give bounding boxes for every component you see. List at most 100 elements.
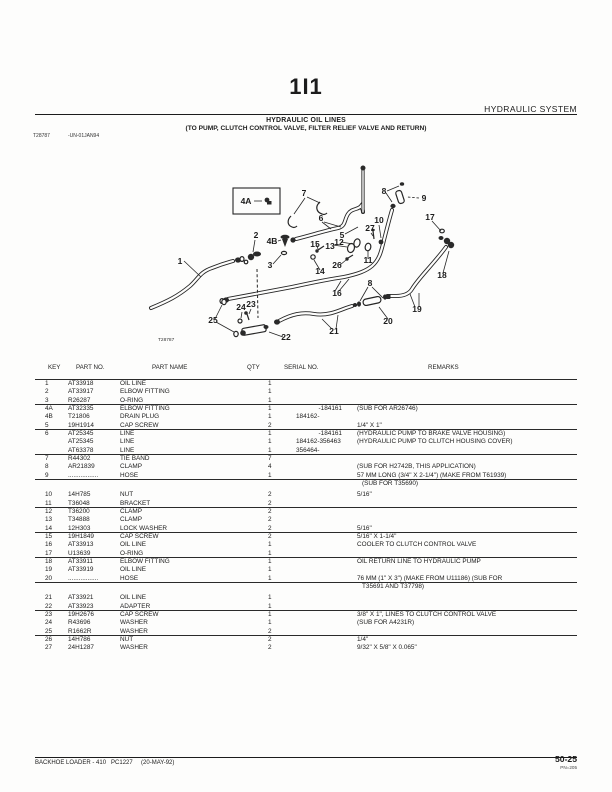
diagram-callout-27: 27 <box>365 223 375 233</box>
cell-qty: 1 <box>268 388 272 396</box>
cell-part-name: ELBOW FITTING <box>120 388 170 396</box>
page-section-code: 1I1 <box>289 74 323 99</box>
cell-remarks: 5/16" <box>357 491 372 499</box>
cell-qty: 1 <box>268 413 272 421</box>
diagram-callout-8: 8 <box>368 278 373 288</box>
cell-part-no: 19H2676 <box>68 610 94 618</box>
cell-qty: 4 <box>268 463 272 471</box>
cell-part-name: ELBOW FITTING <box>120 405 170 413</box>
cell-part-name: DRAIN PLUG <box>120 413 160 421</box>
cell-remarks: T35691 AND T37798) <box>362 583 425 591</box>
diagram-callout-17: 17 <box>425 212 435 222</box>
cell-key: 6 <box>45 430 49 438</box>
cell-serial: -184161 <box>318 405 342 413</box>
cell-key: 16 <box>45 541 53 549</box>
cell-qty: 2 <box>268 507 272 515</box>
table-row: T35691 AND T37798) <box>35 583 577 591</box>
col-header-qty: QTY <box>247 364 260 371</box>
footer-model-info: BACKHOE LOADER - 410 PC1227 (20-MAY-92) <box>35 760 175 766</box>
page-subtitle: (TO PUMP, CLUTCH CONTROL VALVE, FILTER R… <box>185 125 427 132</box>
cell-part-no: AT33921 <box>68 594 94 602</box>
cell-part-no: ................. <box>68 471 99 479</box>
cell-qty: 1 <box>268 549 272 557</box>
cell-part-no: 24H1287 <box>68 644 94 652</box>
col-header-remarks: REMARKS <box>428 364 459 371</box>
cell-key: 5 <box>45 421 49 429</box>
cell-qty: 2 <box>268 499 272 507</box>
diagram-callout-24: 24 <box>236 302 246 312</box>
diagram-callout-2: 2 <box>254 230 259 240</box>
cell-part-name: OIL LINE <box>120 566 147 574</box>
cell-key: 26 <box>45 635 53 643</box>
diagram-callout-21: 21 <box>329 326 339 336</box>
diagram-callout-8: 8 <box>382 186 387 196</box>
system-label: HYDRAULIC SYSTEM <box>484 104 577 114</box>
figure-date: -UN-01JAN94 <box>68 133 100 139</box>
cell-key: 11 <box>45 499 52 507</box>
cell-part-name: CAP SCREW <box>120 421 159 429</box>
cell-remarks: 5/16" <box>357 524 372 532</box>
footer-rule <box>35 757 577 759</box>
cell-qty: 1 <box>268 610 272 618</box>
cell-key: 15 <box>45 532 53 540</box>
diagram-callout-7: 7 <box>302 188 307 198</box>
diagram-callout-3: 3 <box>268 260 273 270</box>
cell-qty: 2 <box>268 532 272 540</box>
cell-serial: -184161 <box>318 430 342 438</box>
diagram-callout-22: 22 <box>281 332 291 342</box>
cell-part-name: ELBOW FITTING <box>120 558 170 566</box>
cell-part-name: O-RING <box>120 396 144 404</box>
diagram-callout-13: 13 <box>325 241 335 251</box>
cell-part-name: OIL LINE <box>120 380 147 387</box>
cell-key: 17 <box>45 549 53 557</box>
page-title: HYDRAULIC OIL LINES <box>266 117 346 124</box>
cell-qty: 1 <box>268 619 272 627</box>
diagram-callout-1: 1 <box>178 256 183 266</box>
col-header-partname: PART NAME <box>152 364 188 371</box>
diagram-callout-4A: 4A <box>241 196 252 206</box>
cell-remarks: 1/4" <box>357 635 369 643</box>
diagram-callout-10: 10 <box>374 215 384 225</box>
col-header-serial: SERIAL NO. <box>284 364 319 371</box>
cell-qty: 1 <box>268 438 272 446</box>
cell-qty: 1 <box>268 405 272 413</box>
cell-remarks: (SUB FOR H2742B, THIS APPLICATION) <box>357 463 476 471</box>
cell-part-name: LINE <box>120 446 135 454</box>
diagram-callout-23: 23 <box>246 299 256 309</box>
cell-part-name: TIE BAND <box>120 455 150 463</box>
cell-qty: 1 <box>268 602 272 610</box>
cell-part-no: T36200 <box>68 507 90 515</box>
cell-serial: 356464- <box>296 446 320 454</box>
diagram-callout-6: 6 <box>319 213 324 223</box>
cell-part-no: AT32335 <box>68 405 94 413</box>
cell-qty: 1 <box>268 396 272 404</box>
cell-serial: 184162-356463 <box>296 438 341 446</box>
cell-part-no: AT33918 <box>68 380 94 387</box>
cell-qty: 1 <box>268 541 272 549</box>
cell-remarks: (SUB FOR A4231R) <box>357 619 415 627</box>
cell-part-name: CAP SCREW <box>120 610 159 618</box>
cell-part-no: 14H786 <box>68 635 91 643</box>
cell-key: 20 <box>45 574 53 582</box>
cell-remarks: COOLER TO CLUTCH CONTROL VALVE <box>357 541 477 549</box>
